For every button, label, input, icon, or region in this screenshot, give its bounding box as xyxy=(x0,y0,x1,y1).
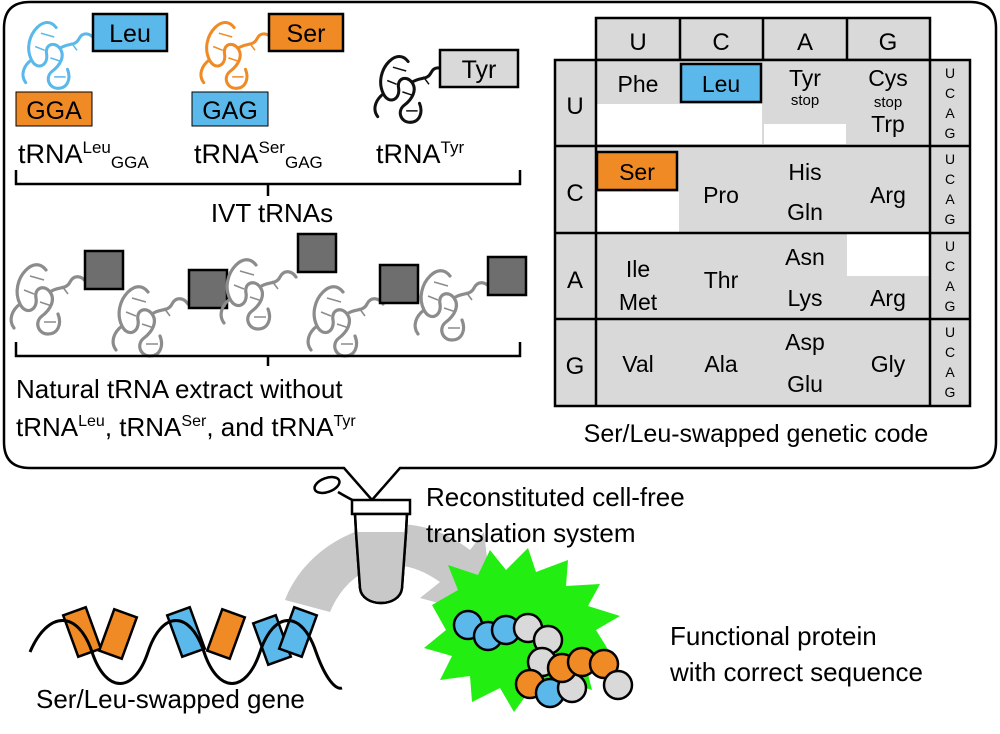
helix-cylinder xyxy=(165,605,207,659)
cell-cg: Arg xyxy=(870,182,906,208)
row-header-a: A xyxy=(567,267,583,294)
natural-aa-box xyxy=(83,249,125,291)
cell-au-met: Met xyxy=(619,289,658,315)
svg-text:G: G xyxy=(945,125,956,141)
cell-ua-stop: stop xyxy=(791,92,819,109)
system-label-line1: Reconstituted cell-free xyxy=(426,482,685,512)
natural-aa-box xyxy=(187,268,229,310)
cell-ac: Thr xyxy=(704,267,739,293)
natural-aa-box xyxy=(486,255,528,297)
tyr-amino-acid-box xyxy=(438,48,520,89)
svg-text:G: G xyxy=(945,298,956,314)
ser-amino-acid-box xyxy=(267,12,345,53)
svg-text:U: U xyxy=(945,65,955,81)
cell-ca-his: His xyxy=(788,159,821,185)
natural-extract-line1: Natural tRNA extract without xyxy=(16,374,343,404)
cell-ug-trp: Trp xyxy=(871,111,905,137)
svg-text:C: C xyxy=(945,171,955,187)
column-header-c: C xyxy=(712,29,729,56)
trna-tyr-group: Tyr tRNATyr xyxy=(373,48,520,169)
cell-aa-lys: Lys xyxy=(788,285,823,311)
cell-ga-asp: Asp xyxy=(785,329,825,355)
cell-ug-stop: stop xyxy=(874,94,902,111)
trna-leu-group: Leu GGA tRNALeuGGA xyxy=(15,12,169,172)
svg-text:A: A xyxy=(945,191,955,207)
svg-text:U: U xyxy=(945,238,955,254)
protein-label-line2: with correct sequence xyxy=(669,657,923,687)
leu-amino-acid-label: Leu xyxy=(109,20,151,48)
natural-extract-line2: tRNALeu, tRNASer, and tRNATyr xyxy=(16,412,356,442)
cell-cu-highlight xyxy=(595,150,679,192)
trna-ser-group: Ser GAG tRNASerGAG xyxy=(191,12,345,172)
helix-cylinder xyxy=(277,605,319,659)
row-header-c: C xyxy=(566,180,583,207)
cell-ag: Arg xyxy=(870,285,906,311)
cell-ca-gln: Gln xyxy=(787,199,823,225)
ivt-label: IVT tRNAs xyxy=(211,198,333,228)
svg-text:G: G xyxy=(945,384,956,400)
leu-anticodon-label: GGA xyxy=(26,97,82,125)
svg-text:U: U xyxy=(945,151,955,167)
trna-ser-name: tRNASerGAG xyxy=(194,138,323,172)
svg-text:C: C xyxy=(945,85,955,101)
cell-ua-tyr: Tyr xyxy=(789,65,821,91)
ser-amino-acid-label: Ser xyxy=(287,20,326,48)
row-header-g: G xyxy=(566,353,585,380)
svg-text:C: C xyxy=(945,344,955,360)
natural-aa-box xyxy=(378,263,420,305)
row-header-u: U xyxy=(566,93,583,120)
third-position-a-row: U C A G xyxy=(945,238,956,314)
genetic-code-table: U C A G U C A G U C A G U C A xyxy=(553,16,972,408)
third-position-c-row: U C A G xyxy=(945,151,956,227)
cell-gc: Ala xyxy=(704,351,737,377)
cell-ga-glu: Glu xyxy=(787,371,823,397)
helix-cylinder xyxy=(97,607,139,661)
cell-uc-highlight xyxy=(679,62,763,104)
leu-amino-acid-box xyxy=(91,12,169,53)
svg-text:A: A xyxy=(945,105,955,121)
svg-text:A: A xyxy=(945,364,955,380)
gene-helix-icon xyxy=(28,605,343,690)
cell-aa-asn: Asn xyxy=(785,244,825,270)
tyr-amino-acid-label: Tyr xyxy=(462,56,497,84)
column-header-a: A xyxy=(797,29,813,56)
gene-label: Ser/Leu-swapped gene xyxy=(36,684,305,714)
cell-gu: Val xyxy=(622,351,654,377)
curved-arrow-icon xyxy=(285,524,494,618)
cell-uc: Leu xyxy=(702,71,740,97)
third-position-g-row: U C A G xyxy=(945,324,956,400)
protein-bead xyxy=(602,669,634,701)
trna-leu-name: tRNALeuGGA xyxy=(18,138,149,172)
cell-au-ile: Ile xyxy=(626,256,650,282)
column-header-u: U xyxy=(629,29,646,56)
protein-bead xyxy=(588,648,620,680)
ser-anticodon-box xyxy=(191,91,269,127)
protein-label-line1: Functional protein xyxy=(670,621,877,651)
ivt-bracket xyxy=(14,170,522,196)
svg-text:C: C xyxy=(945,258,955,274)
genetic-code-caption: Ser/Leu-swapped genetic code xyxy=(584,420,929,448)
ser-anticodon-label: GAG xyxy=(202,97,258,125)
cell-gg: Gly xyxy=(871,351,906,377)
svg-text:A: A xyxy=(945,278,955,294)
natural-bracket xyxy=(14,342,522,366)
third-position-u-row: U C A G xyxy=(945,65,956,141)
protein-beads xyxy=(452,609,634,709)
helix-cylinder xyxy=(205,607,247,661)
svg-text:G: G xyxy=(945,211,956,227)
svg-text:U: U xyxy=(945,324,955,340)
trna-tyr-name: tRNATyr xyxy=(376,138,464,169)
test-tube-icon xyxy=(313,475,412,605)
cell-uu: Phe xyxy=(618,71,659,97)
natural-trna-group xyxy=(9,232,528,358)
leu-anticodon-box xyxy=(15,91,93,127)
cell-ug-cys: Cys xyxy=(868,65,908,91)
system-label-line2: translation system xyxy=(426,518,636,548)
column-header-g: G xyxy=(879,29,898,56)
cell-cu: Ser xyxy=(619,159,655,185)
cell-cc: Pro xyxy=(703,182,739,208)
natural-aa-box xyxy=(296,232,338,274)
